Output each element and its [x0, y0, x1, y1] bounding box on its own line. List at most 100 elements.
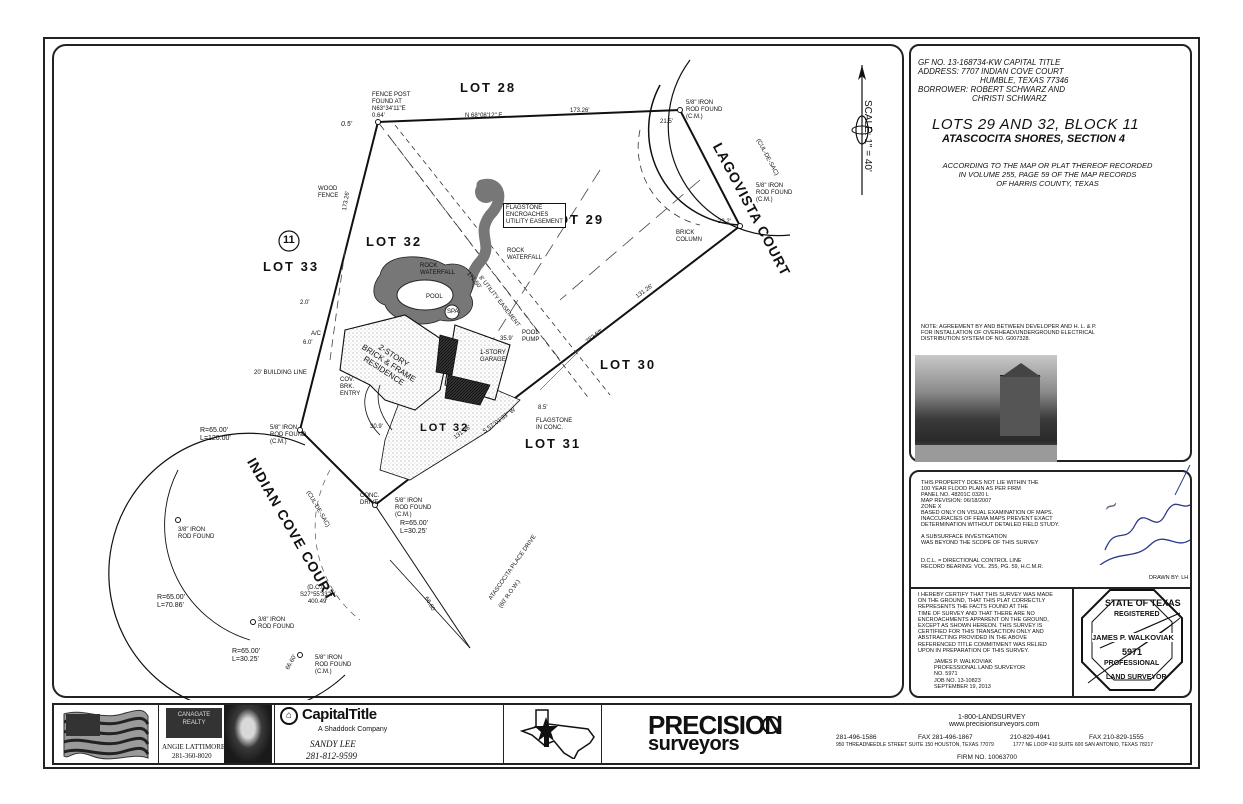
iron-rod-marker — [175, 517, 181, 523]
top-bearing: N 68°08'12" E — [465, 113, 503, 119]
dim-2-0: 2.0' — [300, 300, 310, 306]
property-photo — [915, 355, 1057, 462]
block-number: 11 — [283, 234, 295, 246]
outer-border — [43, 37, 1200, 769]
iron-rod-marker — [297, 427, 303, 433]
capital-title-logo: CapitalTitle — [302, 706, 377, 723]
residence — [339, 314, 451, 411]
realty-logo: CANAGATE REALTY — [166, 708, 222, 738]
spa-label: SPA — [447, 309, 459, 315]
north-arrow — [858, 65, 866, 80]
lagovista-arc-outer — [667, 59, 791, 237]
seal-professional: PROFESSIONAL — [1104, 660, 1160, 667]
agent-phone: 281-360-8020 — [172, 752, 212, 760]
dim-0-5: 0.5' — [341, 121, 353, 128]
house-silhouette — [1000, 375, 1040, 436]
iron-rod-marker — [372, 502, 378, 508]
lagovista-arc-inner — [647, 84, 741, 226]
sa-address: 1777 NE LOOP 410 SUITE 600 SAN ANTONIO, … — [1013, 742, 1154, 748]
iron-rod-marker — [677, 107, 683, 113]
iron-rod-marker — [297, 652, 303, 658]
lot-line-dashed — [377, 121, 561, 361]
crosshair-icon — [762, 716, 780, 734]
houston-address: 950 THREADNEEDLE STREET SUITE 150 HOUSTO… — [836, 742, 994, 748]
seal-registered: REGISTERED — [1114, 611, 1160, 618]
top-dist: 173.26' — [570, 108, 590, 114]
dim-23-2: 23.2' — [718, 219, 731, 225]
cov-entry-label: COV.BRK.ENTRY — [340, 377, 361, 397]
sandy-name: SANDY LEE — [310, 739, 356, 749]
indian-cove-inner — [164, 469, 251, 641]
utility-note: NOTE: AGREEMENT BY AND BETWEEN DEVELOPER… — [921, 324, 1097, 342]
drawn-by: DRAWN BY: LH — [1149, 575, 1189, 581]
sa-fax: FAX 210-829-1555 — [1089, 734, 1144, 741]
us-flag-logo — [62, 708, 150, 762]
flag-icon — [63, 709, 150, 760]
curve-r65-left: R=65.00'L=120.00' — [200, 427, 231, 442]
agent-name: ANGIE LATTIMORE — [162, 743, 226, 751]
dim-30-9: 30.9' — [370, 424, 383, 430]
plat-reference: ACCORDING TO THE MAP OR PLAT THEREOF REC… — [942, 161, 1153, 188]
plat-frame — [52, 44, 904, 698]
curve-r65-lower: R=65.00'L=70.86' — [157, 594, 185, 609]
building-line-left — [329, 249, 346, 361]
footer-frame — [52, 703, 1192, 765]
dim-21-5: 21.5' — [660, 119, 673, 125]
footer-divider — [274, 703, 275, 765]
realty-sub: REALTY — [182, 720, 206, 726]
seal-name: JAMES P. WALKOVIAK — [1092, 633, 1174, 642]
block-circle — [278, 230, 300, 252]
phone-main: 1-800-LANDSURVEY — [958, 714, 1026, 721]
indian-cove-arc-dash — [314, 469, 361, 621]
building-line-label: 20' BUILDING LINE — [254, 370, 307, 376]
dim-35-9: 35.9' — [500, 336, 513, 342]
agent-photo — [224, 705, 272, 763]
lot-28-label: LOT 28 — [460, 80, 517, 95]
lot-boundary — [298, 108, 742, 507]
seal-top: STATE OF TEXAS — [1105, 598, 1181, 608]
houston-phone: 281-496-1586 — [836, 734, 877, 741]
pool — [396, 279, 454, 311]
houston-fax: FAX 281-496-1867 — [918, 734, 973, 741]
plat-drawing — [108, 59, 873, 700]
precision-logo: PRECISION — [648, 710, 783, 740]
certification: I HEREBY CERTIFY THAT THIS SURVEY WAS MA… — [918, 592, 1053, 690]
lot-32-label: LOT 32 — [366, 234, 423, 249]
capital-title-icon: ⌂ — [280, 707, 298, 725]
firm-number: FIRM NO. 10063700 — [957, 754, 1017, 761]
precision-sub: surveyors — [648, 733, 740, 755]
conc-drive-label: CONC.DRIVE — [360, 493, 380, 506]
realty-name: CANAGATE — [177, 712, 211, 718]
subdivision-title: ATASCOCITA SHORES, SECTION 4 — [942, 133, 1125, 145]
iron-rod-marker — [250, 619, 256, 625]
notes-divider — [909, 587, 1192, 589]
iron-rod-marker — [737, 223, 743, 229]
dcl-line — [374, 504, 471, 649]
hatched-area — [435, 334, 459, 376]
curve-r65-bottom: R=65.00'L=30.25' — [232, 648, 260, 663]
seal-number: 5971 — [1122, 647, 1143, 657]
lot-33-label: LOT 33 — [263, 259, 320, 274]
cert-divider — [1072, 587, 1074, 698]
footer-divider — [601, 703, 602, 765]
sandy-phone: 281-812-9599 — [306, 751, 357, 761]
entry-walk — [364, 384, 381, 436]
iron-rod-marker — [375, 119, 381, 125]
hatched-area-2 — [444, 374, 491, 406]
